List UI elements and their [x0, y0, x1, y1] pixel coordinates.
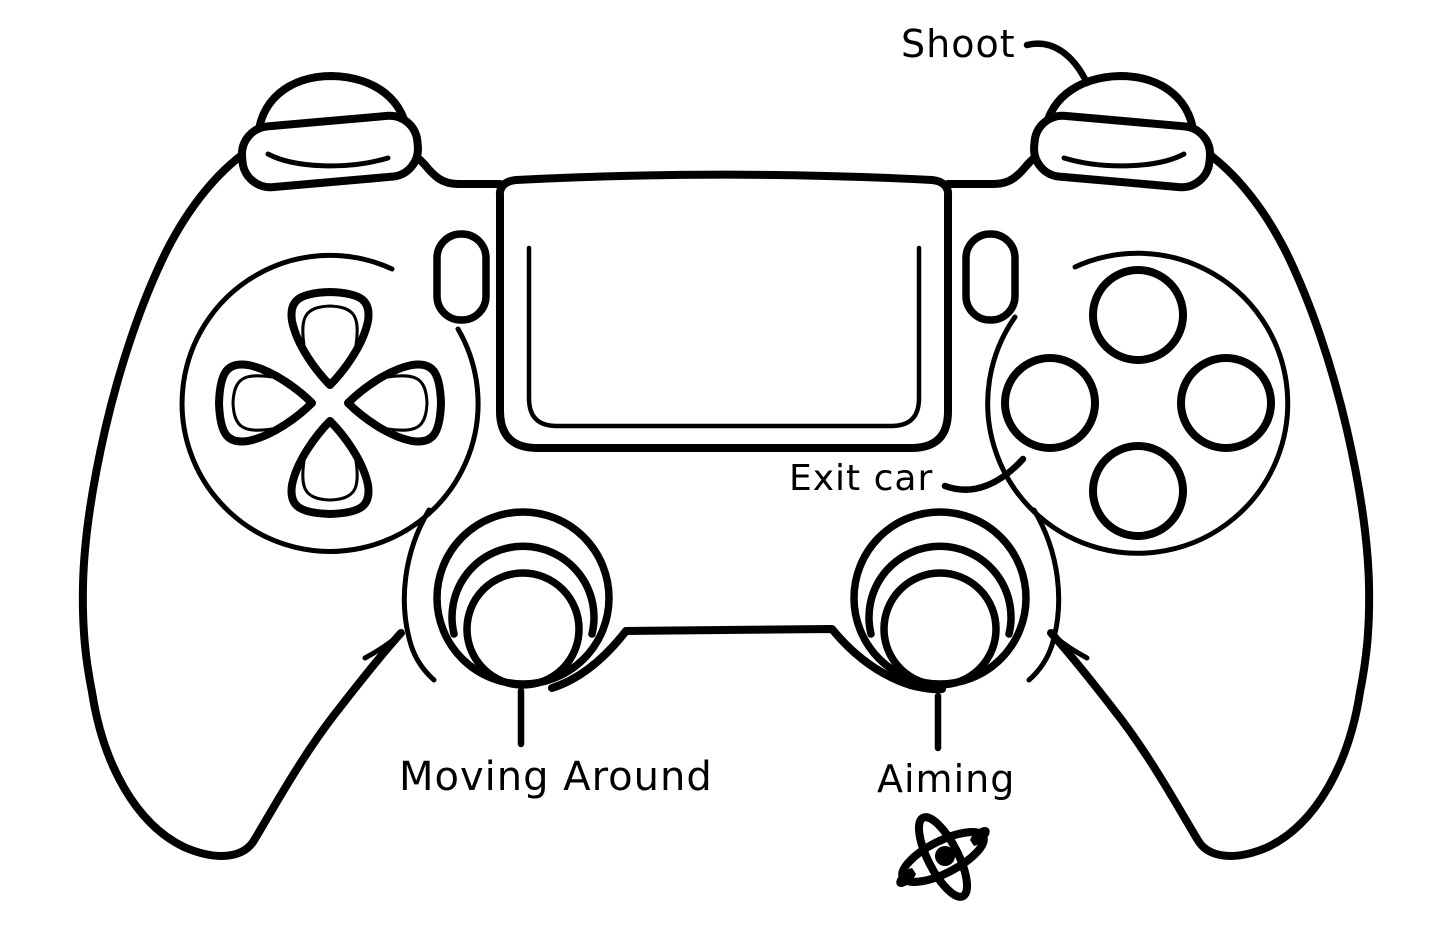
left-trigger-l2: [254, 72, 411, 146]
exit-car-label: Exit car: [789, 458, 933, 499]
touchpad-inner: [526, 245, 922, 429]
left-stick-cap: [463, 569, 583, 689]
shoot-leader-line: [1023, 40, 1091, 87]
callout-lines: [517, 40, 1091, 752]
face-buttons-ring: [985, 250, 1291, 556]
right-stick-well-arc: [1026, 507, 1062, 683]
right-shoulder: [1030, 72, 1215, 192]
atom-nucleus: [935, 846, 955, 866]
right-stick-outer: [850, 508, 1030, 688]
right-bumper-r1: [1030, 111, 1215, 192]
circle-button: [1177, 354, 1275, 452]
right-stick-cap: [880, 569, 1000, 689]
dpad: [179, 252, 481, 554]
right-analog-stick: [850, 507, 1062, 689]
atom-electron-bottom: [896, 868, 916, 887]
atom-icon: [896, 813, 990, 901]
body-top-right-notch: [944, 148, 1049, 188]
left-stick-middle: [448, 542, 598, 638]
share-button: [433, 230, 490, 324]
square-button: [1001, 354, 1099, 452]
moving-around-label: Moving Around: [399, 754, 713, 800]
right-bumper-highlight: [1061, 151, 1187, 169]
body-bottom-edge: [548, 625, 946, 694]
controller-body: [78, 148, 1374, 860]
left-analog-stick: [401, 507, 613, 689]
left-stick-outer: [433, 508, 613, 688]
face-buttons: [985, 250, 1291, 556]
left-shoulder: [237, 72, 422, 192]
triangle-button: [1089, 266, 1187, 364]
left-stick-well-arc: [401, 507, 437, 683]
atom-electron-top: [970, 827, 990, 846]
body-right-edge: [1047, 148, 1374, 860]
left-bumper-highlight: [265, 151, 391, 169]
dpad-ring: [179, 252, 481, 554]
touchpad: [495, 170, 953, 452]
left-grip-crest: [362, 629, 405, 661]
right-trigger-r2: [1041, 72, 1198, 146]
cross-button: [1089, 442, 1187, 540]
aiming-label: Aiming: [877, 757, 1015, 801]
touchpad-outer: [495, 170, 953, 452]
exit-car-leader-line: [941, 455, 1027, 493]
atom-orbit-2: [914, 813, 972, 901]
right-stick-middle: [865, 542, 1015, 638]
body-left-edge: [78, 148, 405, 860]
options-button: [962, 230, 1019, 324]
shoot-label: Shoot: [901, 22, 1016, 66]
left-bumper-l1: [237, 111, 422, 192]
